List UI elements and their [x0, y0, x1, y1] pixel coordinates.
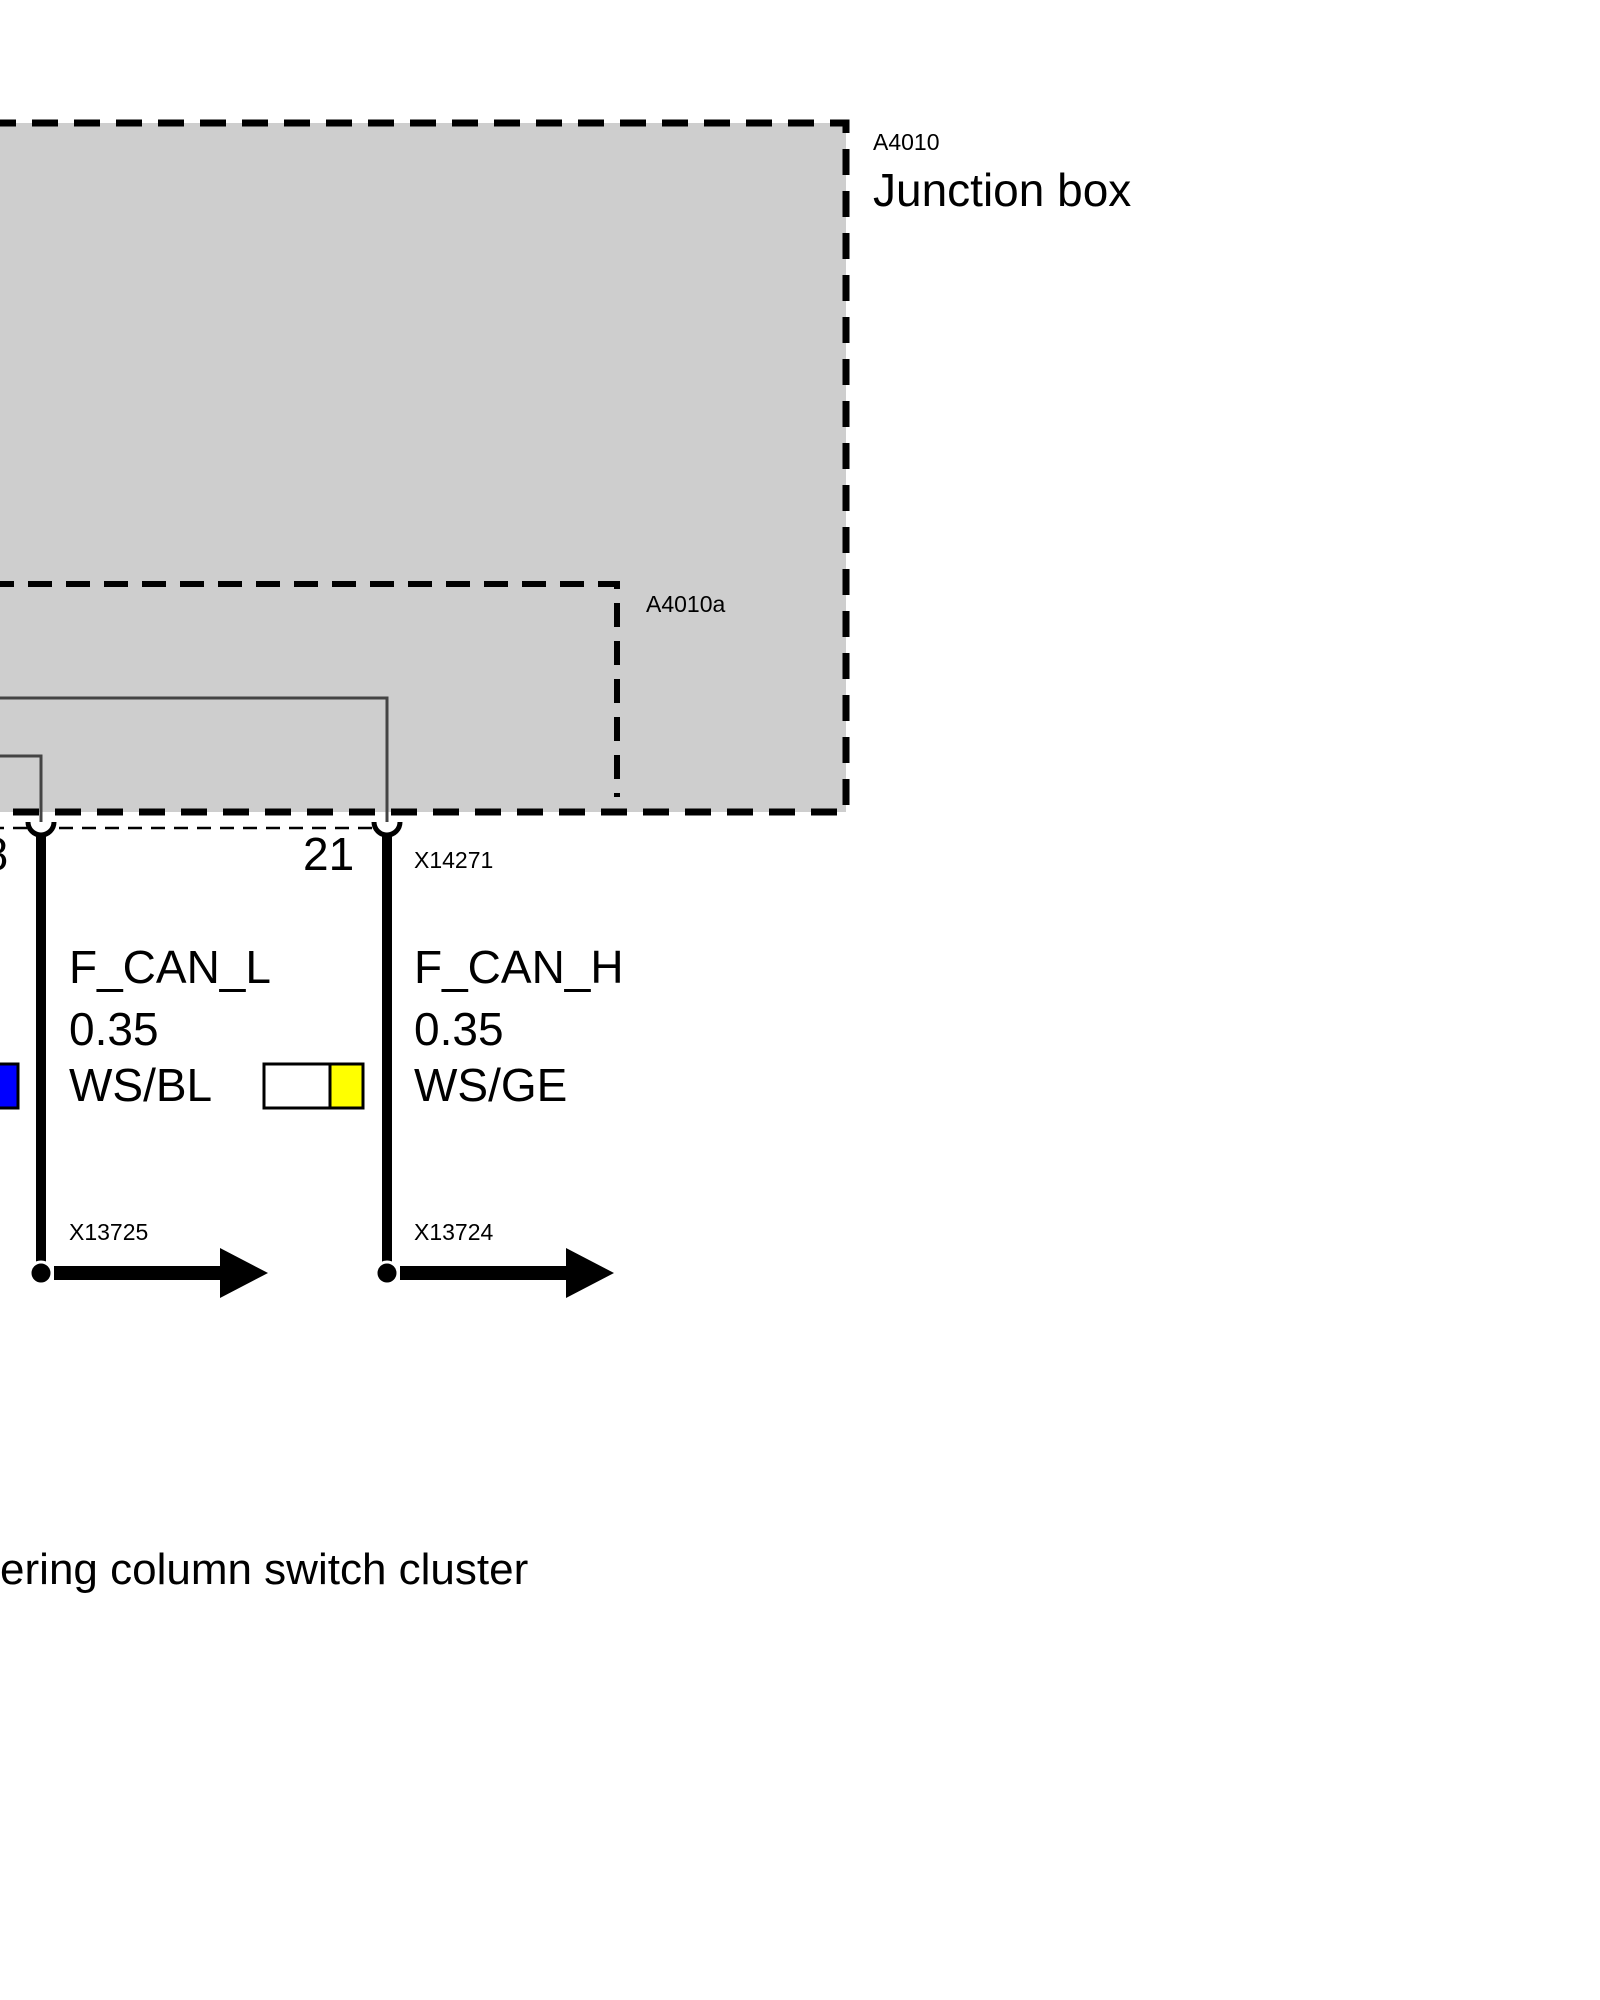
pin-number-21: 21: [303, 828, 354, 880]
swatch-yellow-part: [328, 1062, 365, 1110]
arrow-x13725[interactable]: [28, 1248, 268, 1298]
terminal-dot: [374, 1260, 400, 1286]
terminal-id-x13724: X13724: [414, 1219, 494, 1245]
junction-box-id: A4010: [873, 129, 940, 155]
swatch-white-part: [262, 1062, 332, 1110]
color-code-ws-ge: WS/GE: [414, 1059, 567, 1111]
junction-box-name: Junction box: [873, 164, 1131, 216]
terminal-dot: [28, 1260, 54, 1286]
arrow-x13724[interactable]: [374, 1248, 614, 1298]
signal-name-f-can-h: F_CAN_H: [414, 941, 624, 993]
pin-terminal-18: [25, 821, 57, 838]
connector-id: X14271: [414, 847, 493, 873]
sub-module-border: [0, 581, 620, 797]
color-code-ws-bl: WS/BL: [69, 1059, 212, 1111]
wire-gauge-f-can-l: 0.35: [69, 1003, 159, 1055]
arrow-head-icon: [566, 1248, 614, 1298]
pin-number-18: 18: [0, 828, 8, 880]
terminal-id-x13725: X13725: [69, 1219, 148, 1245]
junction-box-border: [0, 119, 850, 816]
color-swatch-ws-ge: [262, 1062, 365, 1110]
internal-trace-pin-21: [0, 696, 389, 822]
sub-module-id: A4010a: [646, 591, 726, 617]
arrow-head-icon: [220, 1248, 268, 1298]
swatch-blue-part: [0, 1062, 20, 1110]
internal-trace-pin-18: [0, 754, 43, 822]
component-label: Steering column switch cluster: [0, 1545, 528, 1594]
color-swatch-ws-bl: [0, 1062, 20, 1110]
junction-box: [0, 119, 850, 816]
junction-box-fill: [0, 123, 846, 812]
pin-terminal-21: [371, 821, 403, 838]
signal-name-f-can-l: F_CAN_L: [69, 941, 271, 993]
wire-gauge-f-can-h: 0.35: [414, 1003, 504, 1055]
